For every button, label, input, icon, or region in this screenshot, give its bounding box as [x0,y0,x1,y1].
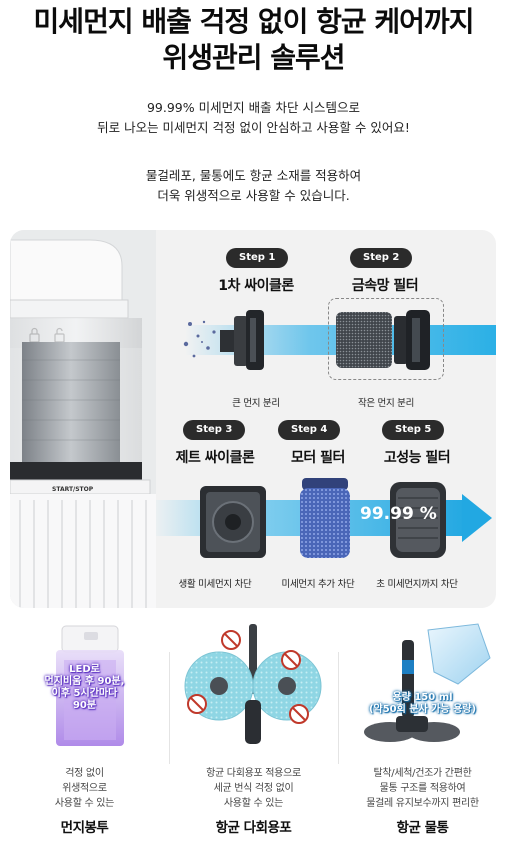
dust-bag-illustration [56,625,124,746]
step-3-caption: 생활 미세먼지 차단 [178,579,252,590]
metal-mesh-filter-illustration [336,310,430,370]
feature-divider [338,652,339,764]
no-bacteria-icon [281,650,301,670]
desc-line: 물통 구조를 적용하여 [379,783,466,794]
no-bacteria-icon [187,694,207,714]
overlay-line: 이후 5시간마다 [51,688,118,699]
feature-antibacterial-water-tank: 용량 150 ml (약50회 분사 가능 용량) 탈착/세척/건조가 간편한 … [338,620,507,853]
intro-p2-line-2: 더욱 위생적으로 사용할 수 있습니다. [157,188,350,203]
dust-bag-name: 먼지봉투 [60,820,109,836]
intro-p1-line-1: 99.99% 미세먼지 배출 차단 시스템으로 [146,100,361,115]
step-5-title: 고성능 필터 [383,450,451,466]
desc-line: 항균 다회용포 적용으로 [206,768,301,779]
water-tank-description: 탈착/세척/건조가 간편한 물통 구조를 적용하여 물걸레 유지보수까지 편리한 [338,766,507,811]
step-2-caption: 작은 먼지 분리 [357,398,415,409]
page-headline: 미세먼지 배출 걱정 없이 항균 케어까지 위생관리 솔루션 [0,4,507,76]
step-3-title: 제트 싸이클론 [175,450,255,466]
high-performance-filter-illustration [390,482,446,558]
intro-p2-line-1: 물걸레포, 물통에도 항균 소재를 적용하여 [145,168,362,183]
step-1-pill: Step 1 [226,248,289,268]
dust-bag-led-overlay: LED로 먼지비움 후 90분, 이후 5시간마다 90분 [0,664,169,712]
airflow-arrow-head [462,494,492,542]
intro-paragraph-1: 99.99% 미세먼지 배출 차단 시스템으로 뒤로 나오는 미세먼지 걱정 없… [0,98,507,138]
step-3-pill: Step 3 [183,420,246,440]
water-tank-name: 항균 물통 [396,820,449,836]
vacuum-body-illustration: START/STOP [10,230,156,608]
desc-line: 물걸레 유지보수까지 편리한 [366,798,479,809]
step-1-title: 1차 싸이클론 [218,278,294,294]
overlay-line: LED로 [69,664,100,675]
no-bacteria-icon [221,630,241,650]
overlay-line: 90분 [72,700,97,711]
step-4-title: 모터 필터 [291,450,345,466]
headline-line-1: 미세먼지 배출 걱정 없이 항균 케어까지 [33,5,475,38]
intro-p1-line-2: 뒤로 나오는 미세먼지 걱정 없이 안심하고 사용할 수 있어요! [97,120,410,135]
desc-line: 세균 번식 걱정 없이 [213,783,294,794]
step-2-pill: Step 2 [350,248,413,268]
overlay-line: 먼지비움 후 90분, [44,676,125,687]
jet-cyclone-illustration [200,486,266,558]
desc-line: 사용할 수 있는 [54,798,115,809]
antibacterial-pad-description: 항균 다회용포 적용으로 세균 번식 걱정 없이 사용할 수 있는 [169,766,338,811]
feature-antibacterial-pad: 항균 다회용포 적용으로 세균 번식 걱정 없이 사용할 수 있는 항균 다회용… [169,620,338,853]
dust-bag-description: 걱정 없이 위생적으로 사용할 수 있는 [0,766,169,811]
water-tank-illustration [364,623,491,742]
step-5-pill: Step 5 [382,420,445,440]
feature-dust-bag: LED로 먼지비움 후 90분, 이후 5시간마다 90분 걱정 없이 위생적으… [0,620,169,853]
motor-filter-illustration [300,478,350,558]
overlay-line: 용량 150 ml [392,692,453,703]
intro-paragraph-2: 물걸레포, 물통에도 항균 소재를 적용하여 더욱 위생적으로 사용할 수 있습… [0,166,507,206]
filtration-rate-label: 99.99 % [360,504,437,524]
filtration-panel: START/STOP [10,230,496,608]
step-4-pill: Step 4 [278,420,341,440]
antibacterial-pad-illustration [184,624,322,744]
overlay-line: (약50회 분사 가능 용량) [368,704,477,715]
step-4-caption: 미세먼지 추가 차단 [281,579,355,590]
desc-line: 걱정 없이 [65,768,104,779]
step-1-caption: 큰 먼지 분리 [232,398,280,409]
step-5-caption: 초 미세먼지까지 차단 [376,579,458,590]
feature-divider [169,652,170,764]
desc-line: 사용할 수 있는 [223,798,284,809]
water-tank-capacity-overlay: 용량 150 ml (약50회 분사 가능 용량) [338,692,507,716]
antibacterial-pad-name: 항균 다회용포 [215,820,292,836]
step-2-title: 금속망 필터 [351,278,419,294]
primary-cyclone-illustration [183,310,264,370]
start-stop-label: START/STOP [52,486,94,493]
headline-line-2: 위생관리 솔루션 [162,41,345,74]
no-bacteria-icon [289,704,309,724]
desc-line: 탈착/세척/건조가 간편한 [373,768,472,779]
desc-line: 위생적으로 [62,783,107,794]
step-2-highlight-box [328,298,444,380]
